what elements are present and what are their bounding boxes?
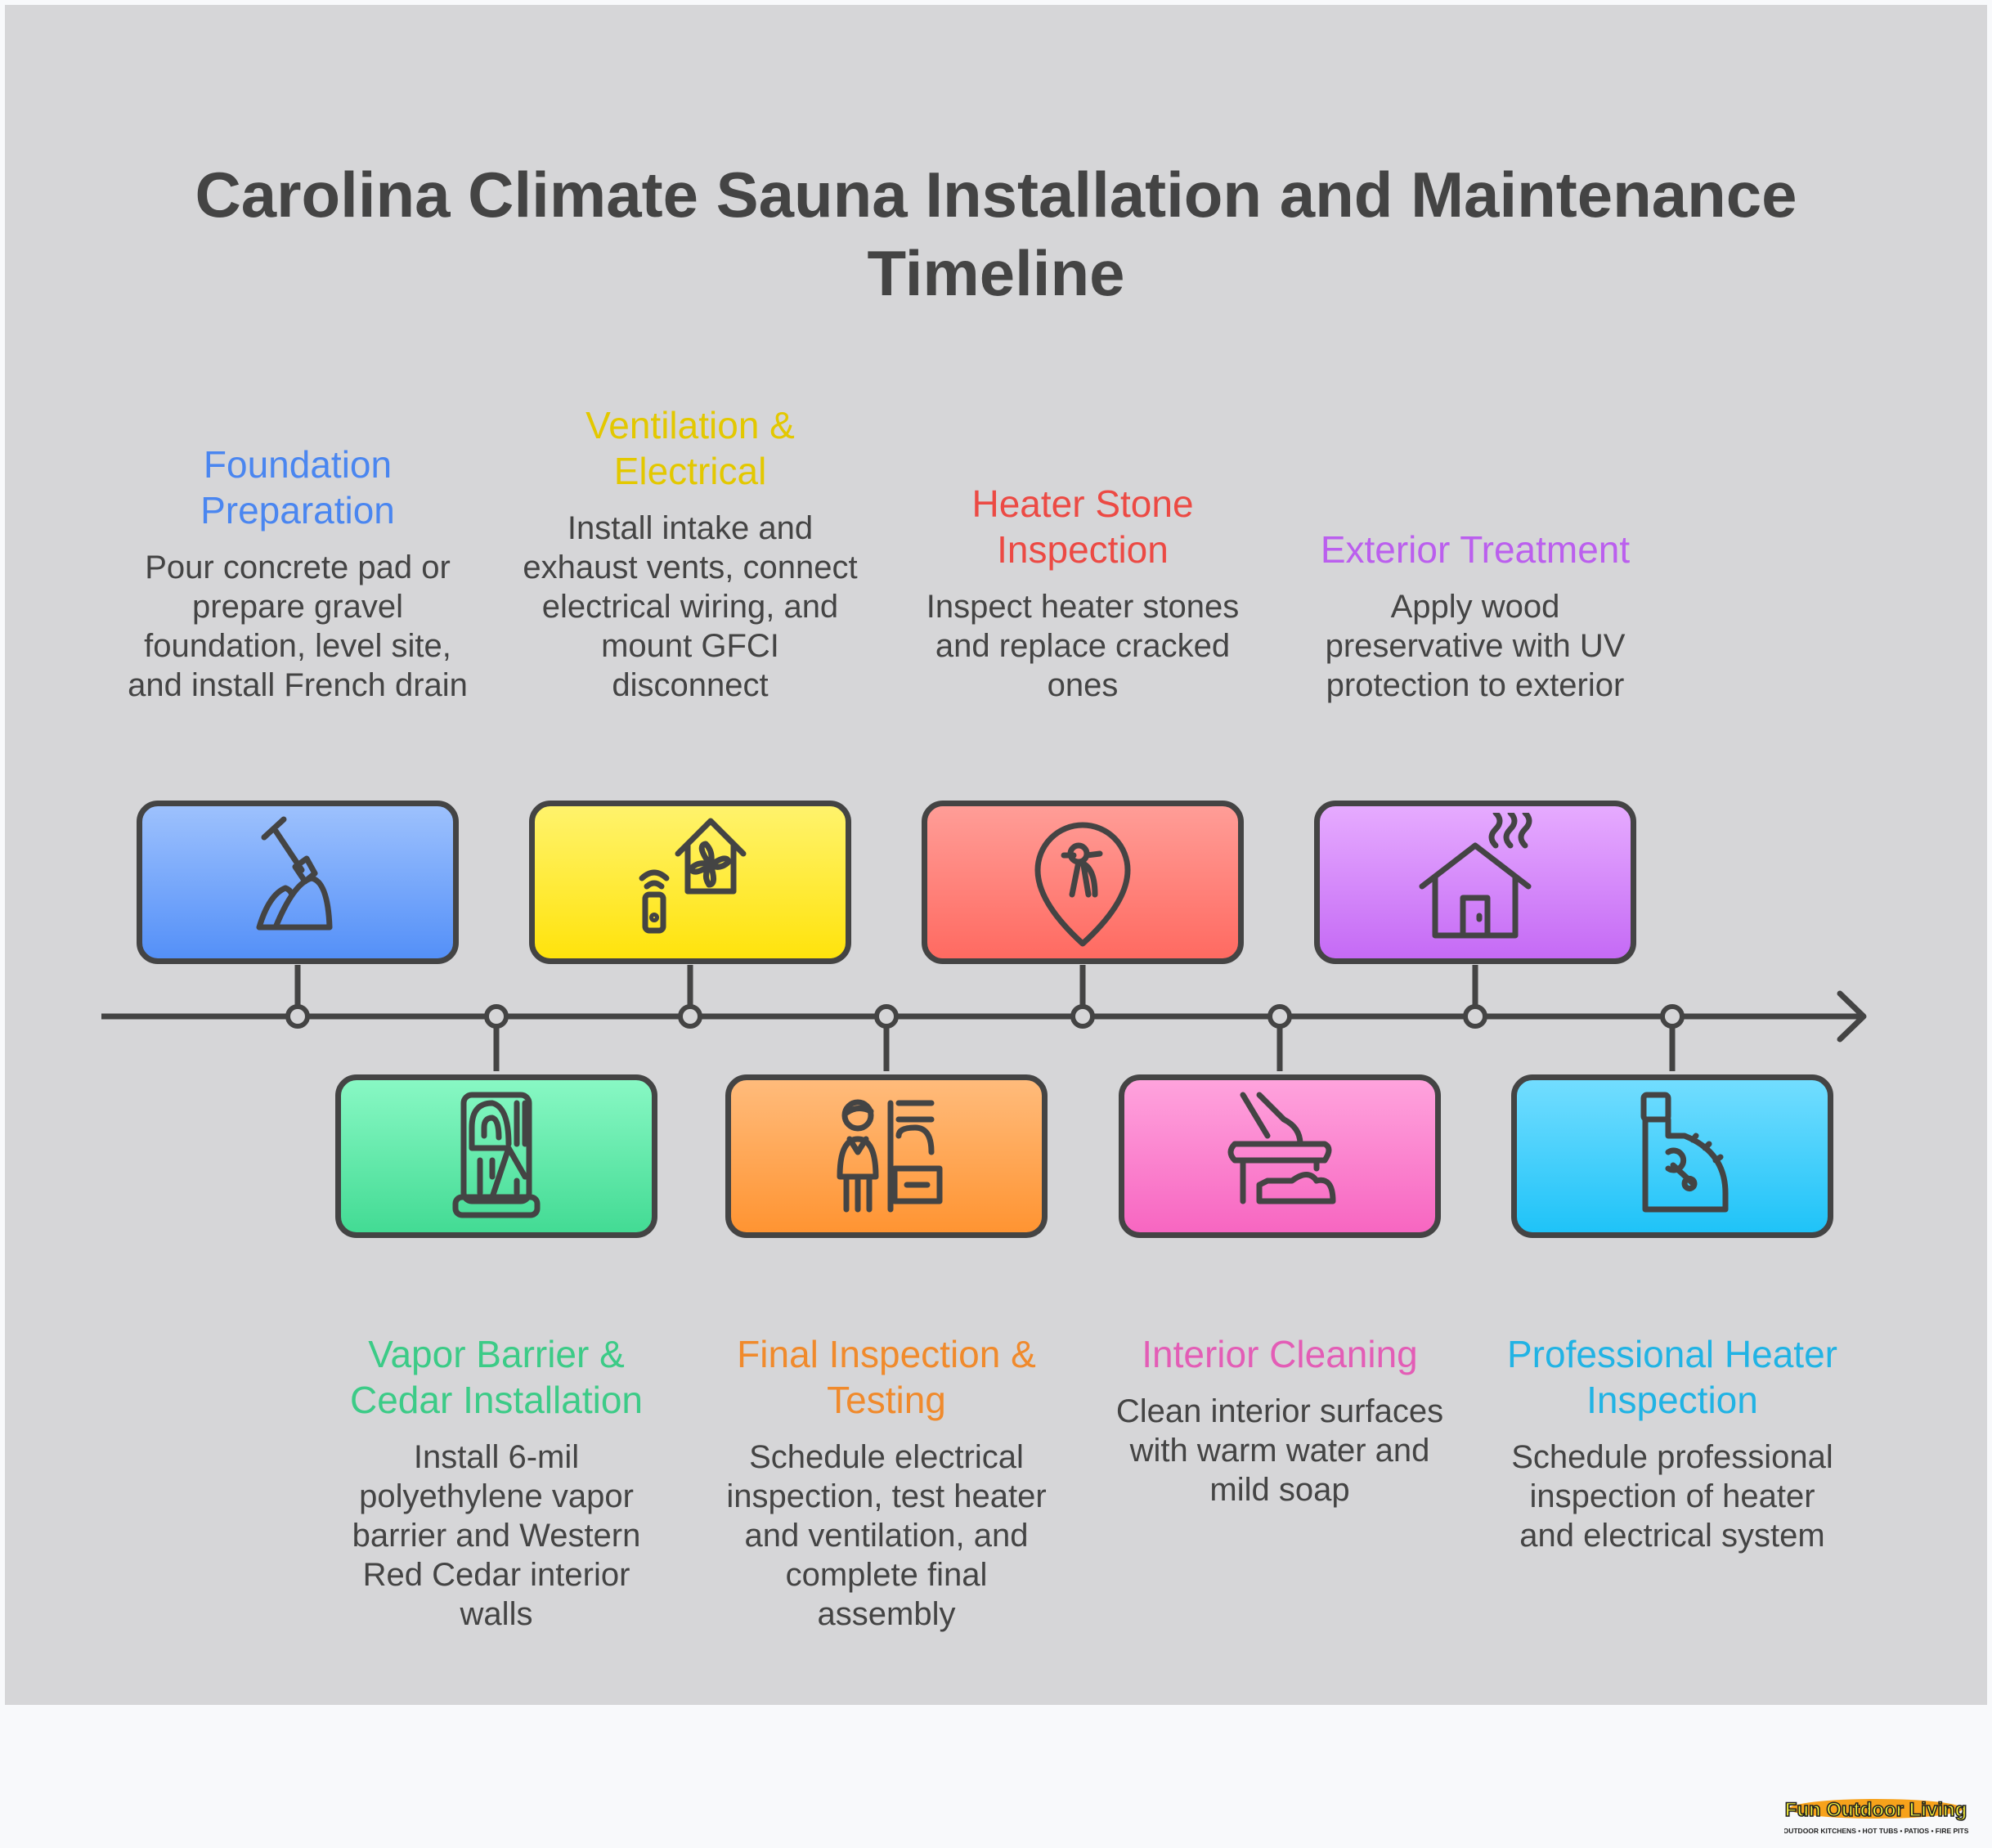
timeline-node (1660, 1004, 1685, 1029)
inspector-icon (837, 1099, 943, 1213)
title-line-2: Timeline (867, 237, 1125, 309)
step-title: Interior Cleaning (1142, 1333, 1418, 1375)
house-fan-remote-icon (639, 818, 747, 934)
step-description: Inspect heater stones and replace cracke… (926, 589, 1240, 703)
step-title: Vapor Barrier & Cedar Installation (350, 1333, 643, 1421)
step-icon-box (725, 1074, 1048, 1238)
cleaning-bench-icon (1227, 1092, 1336, 1204)
sauna-wall-icon (452, 1092, 541, 1218)
timeline-node (678, 1004, 702, 1029)
page-title: Carolina Climate Sauna Installation and … (0, 155, 1992, 312)
timeline-node (1463, 1004, 1487, 1029)
timeline-node (285, 1004, 310, 1029)
house-heat-icon (1419, 813, 1532, 939)
title-line-1: Carolina Climate Sauna Installation and … (195, 159, 1797, 231)
timeline-node (874, 1004, 899, 1029)
arrow-right-icon (1837, 990, 1867, 1043)
step-description: Clean interior surfaces with warm water … (1115, 1393, 1444, 1508)
location-pin-inspect-icon (1034, 822, 1131, 947)
step-icon-box (1511, 1074, 1833, 1238)
step-title: Foundation Preparation (200, 443, 395, 532)
step-title: Final Inspection & Testing (737, 1333, 1036, 1421)
step-title: Exterior Treatment (1320, 528, 1631, 571)
step-title: Heater Stone Inspection (971, 482, 1194, 571)
step-title: Ventilation & Electrical (585, 404, 795, 492)
step-description: Pour concrete pad or prepare gravel foun… (128, 549, 468, 703)
step-description: Apply wood preservative with UV protecti… (1325, 589, 1626, 703)
step-description: Install 6-mil polyethylene vapor barrier… (352, 1439, 641, 1632)
step-title: Professional Heater Inspection (1507, 1333, 1837, 1421)
step-icon-box (1119, 1074, 1441, 1238)
svg-text:Fun Outdoor Living: Fun Outdoor Living (1785, 1799, 1967, 1821)
step-description: Schedule electrical inspection, test hea… (726, 1439, 1047, 1632)
fun-outdoor-living-logo: Fun Outdoor Living OUTDOOR KITCHENS • HO… (1784, 1798, 1969, 1835)
shovel-dirt-icon (256, 816, 333, 931)
heater-gauge-icon (1640, 1092, 1729, 1213)
step-icon-box (335, 1074, 657, 1238)
step-description: Install intake and exhaust vents, connec… (523, 510, 858, 703)
timeline-node (1267, 1004, 1292, 1029)
svg-text:OUTDOOR KITCHENS • HOT TUBS •: OUTDOOR KITCHENS • HOT TUBS • PATIOS • F… (1784, 1827, 1969, 1835)
timeline-node (1070, 1004, 1095, 1029)
step-description: Schedule professional inspection of heat… (1511, 1439, 1833, 1554)
step-icon-box (529, 801, 851, 964)
step-icon-box (922, 801, 1244, 964)
step-icon-box (1314, 801, 1636, 964)
step-icon-box (137, 801, 459, 964)
timeline-node (484, 1004, 509, 1029)
